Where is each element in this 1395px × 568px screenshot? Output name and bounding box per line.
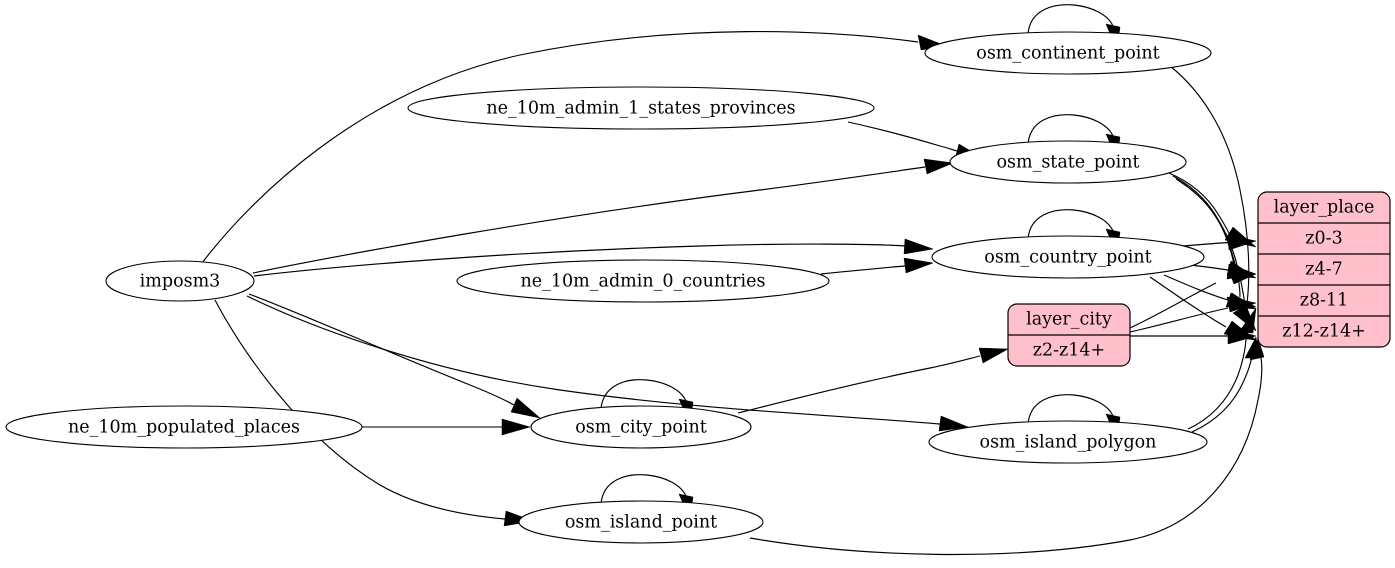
edge-ne_10m_admin_0_countries-to-osm_country_point	[820, 257, 934, 275]
edge-ne_10m_populated_places-to-osm_city_point	[362, 418, 531, 436]
node-label-imposm3: imposm3	[140, 272, 221, 292]
edge-layer_city-to-layer_place-z8	[1129, 296, 1257, 333]
edge-imposm3-to-osm_city_point	[248, 293, 541, 419]
edge-osm_island_polygon-to-layer_place-z12	[1191, 336, 1260, 433]
edge-osm_island_polygon-to-layer_place-z8	[1187, 307, 1257, 430]
edge-imposm3-to-osm_island_polygon	[246, 295, 969, 432]
record-node-layer_place[interactable]: layer_place z0-3 z4-7 z8-11 z12-z14+	[1257, 191, 1391, 348]
node-imposm3[interactable]: imposm3	[105, 260, 255, 302]
node-layer: imposm3 ne_10m_admin_1_states_provinces …	[5, 31, 1391, 544]
record-row-layer_place-2[interactable]: z8-11	[1300, 291, 1349, 311]
node-label-osm_city_point: osm_city_point	[575, 418, 707, 438]
node-ne_10m_admin_1_states_provinces[interactable]: ne_10m_admin_1_states_provinces	[407, 86, 875, 130]
node-osm_country_point[interactable]: osm_country_point	[931, 235, 1205, 279]
edge-layer_city-to-layer_place-z12	[1130, 327, 1257, 345]
node-label-osm_island_point: osm_island_point	[565, 513, 717, 533]
edge-osm_city_point-to-layer_city-z2	[737, 347, 1009, 414]
node-label-ne_10m_populated_places: ne_10m_populated_places	[68, 418, 300, 438]
node-label-ne_10m_admin_1_states_provinces: ne_10m_admin_1_states_provinces	[486, 99, 795, 119]
record-title-layer_city: layer_city	[1026, 310, 1112, 330]
node-osm_continent_point[interactable]: osm_continent_point	[924, 31, 1212, 75]
node-osm_state_point[interactable]: osm_state_point	[949, 140, 1187, 184]
node-osm_city_point[interactable]: osm_city_point	[530, 405, 752, 449]
node-label-osm_country_point: osm_country_point	[984, 248, 1151, 268]
edge-layer_city-to-layer_place-z4	[1129, 268, 1257, 329]
record-row-layer_city-0[interactable]: z2-z14+	[1033, 341, 1105, 361]
node-label-osm_island_polygon: osm_island_polygon	[980, 433, 1157, 453]
node-ne_10m_admin_0_countries[interactable]: ne_10m_admin_0_countries	[456, 259, 830, 303]
edge-imposm3-to-osm_continent_point	[201, 30, 947, 264]
node-label-ne_10m_admin_0_countries: ne_10m_admin_0_countries	[521, 272, 766, 292]
edge-imposm3-to-osm_state_point	[252, 158, 954, 274]
node-osm_island_polygon[interactable]: osm_island_polygon	[928, 420, 1208, 464]
record-row-layer_place-3[interactable]: z12-z14+	[1282, 322, 1366, 342]
node-ne_10m_populated_places[interactable]: ne_10m_populated_places	[5, 405, 363, 449]
edge-imposm3-to-osm_country_point	[253, 238, 934, 277]
node-label-osm_state_point: osm_state_point	[996, 153, 1139, 173]
record-node-layer_city[interactable]: layer_city z2-z14+	[1007, 303, 1131, 367]
record-row-layer_place-1[interactable]: z4-7	[1305, 260, 1342, 280]
edge-layer	[201, 4, 1265, 556]
node-label-osm_continent_point: osm_continent_point	[976, 44, 1159, 64]
node-osm_island_point[interactable]: osm_island_point	[518, 500, 764, 544]
edge-osm_country_point-to-layer_place-z0	[1183, 234, 1257, 251]
record-title-layer_place: layer_place	[1274, 198, 1375, 218]
record-row-layer_place-0[interactable]: z0-3	[1305, 229, 1342, 249]
edge-osm_island_point-to-layer_place-z12	[749, 337, 1265, 556]
